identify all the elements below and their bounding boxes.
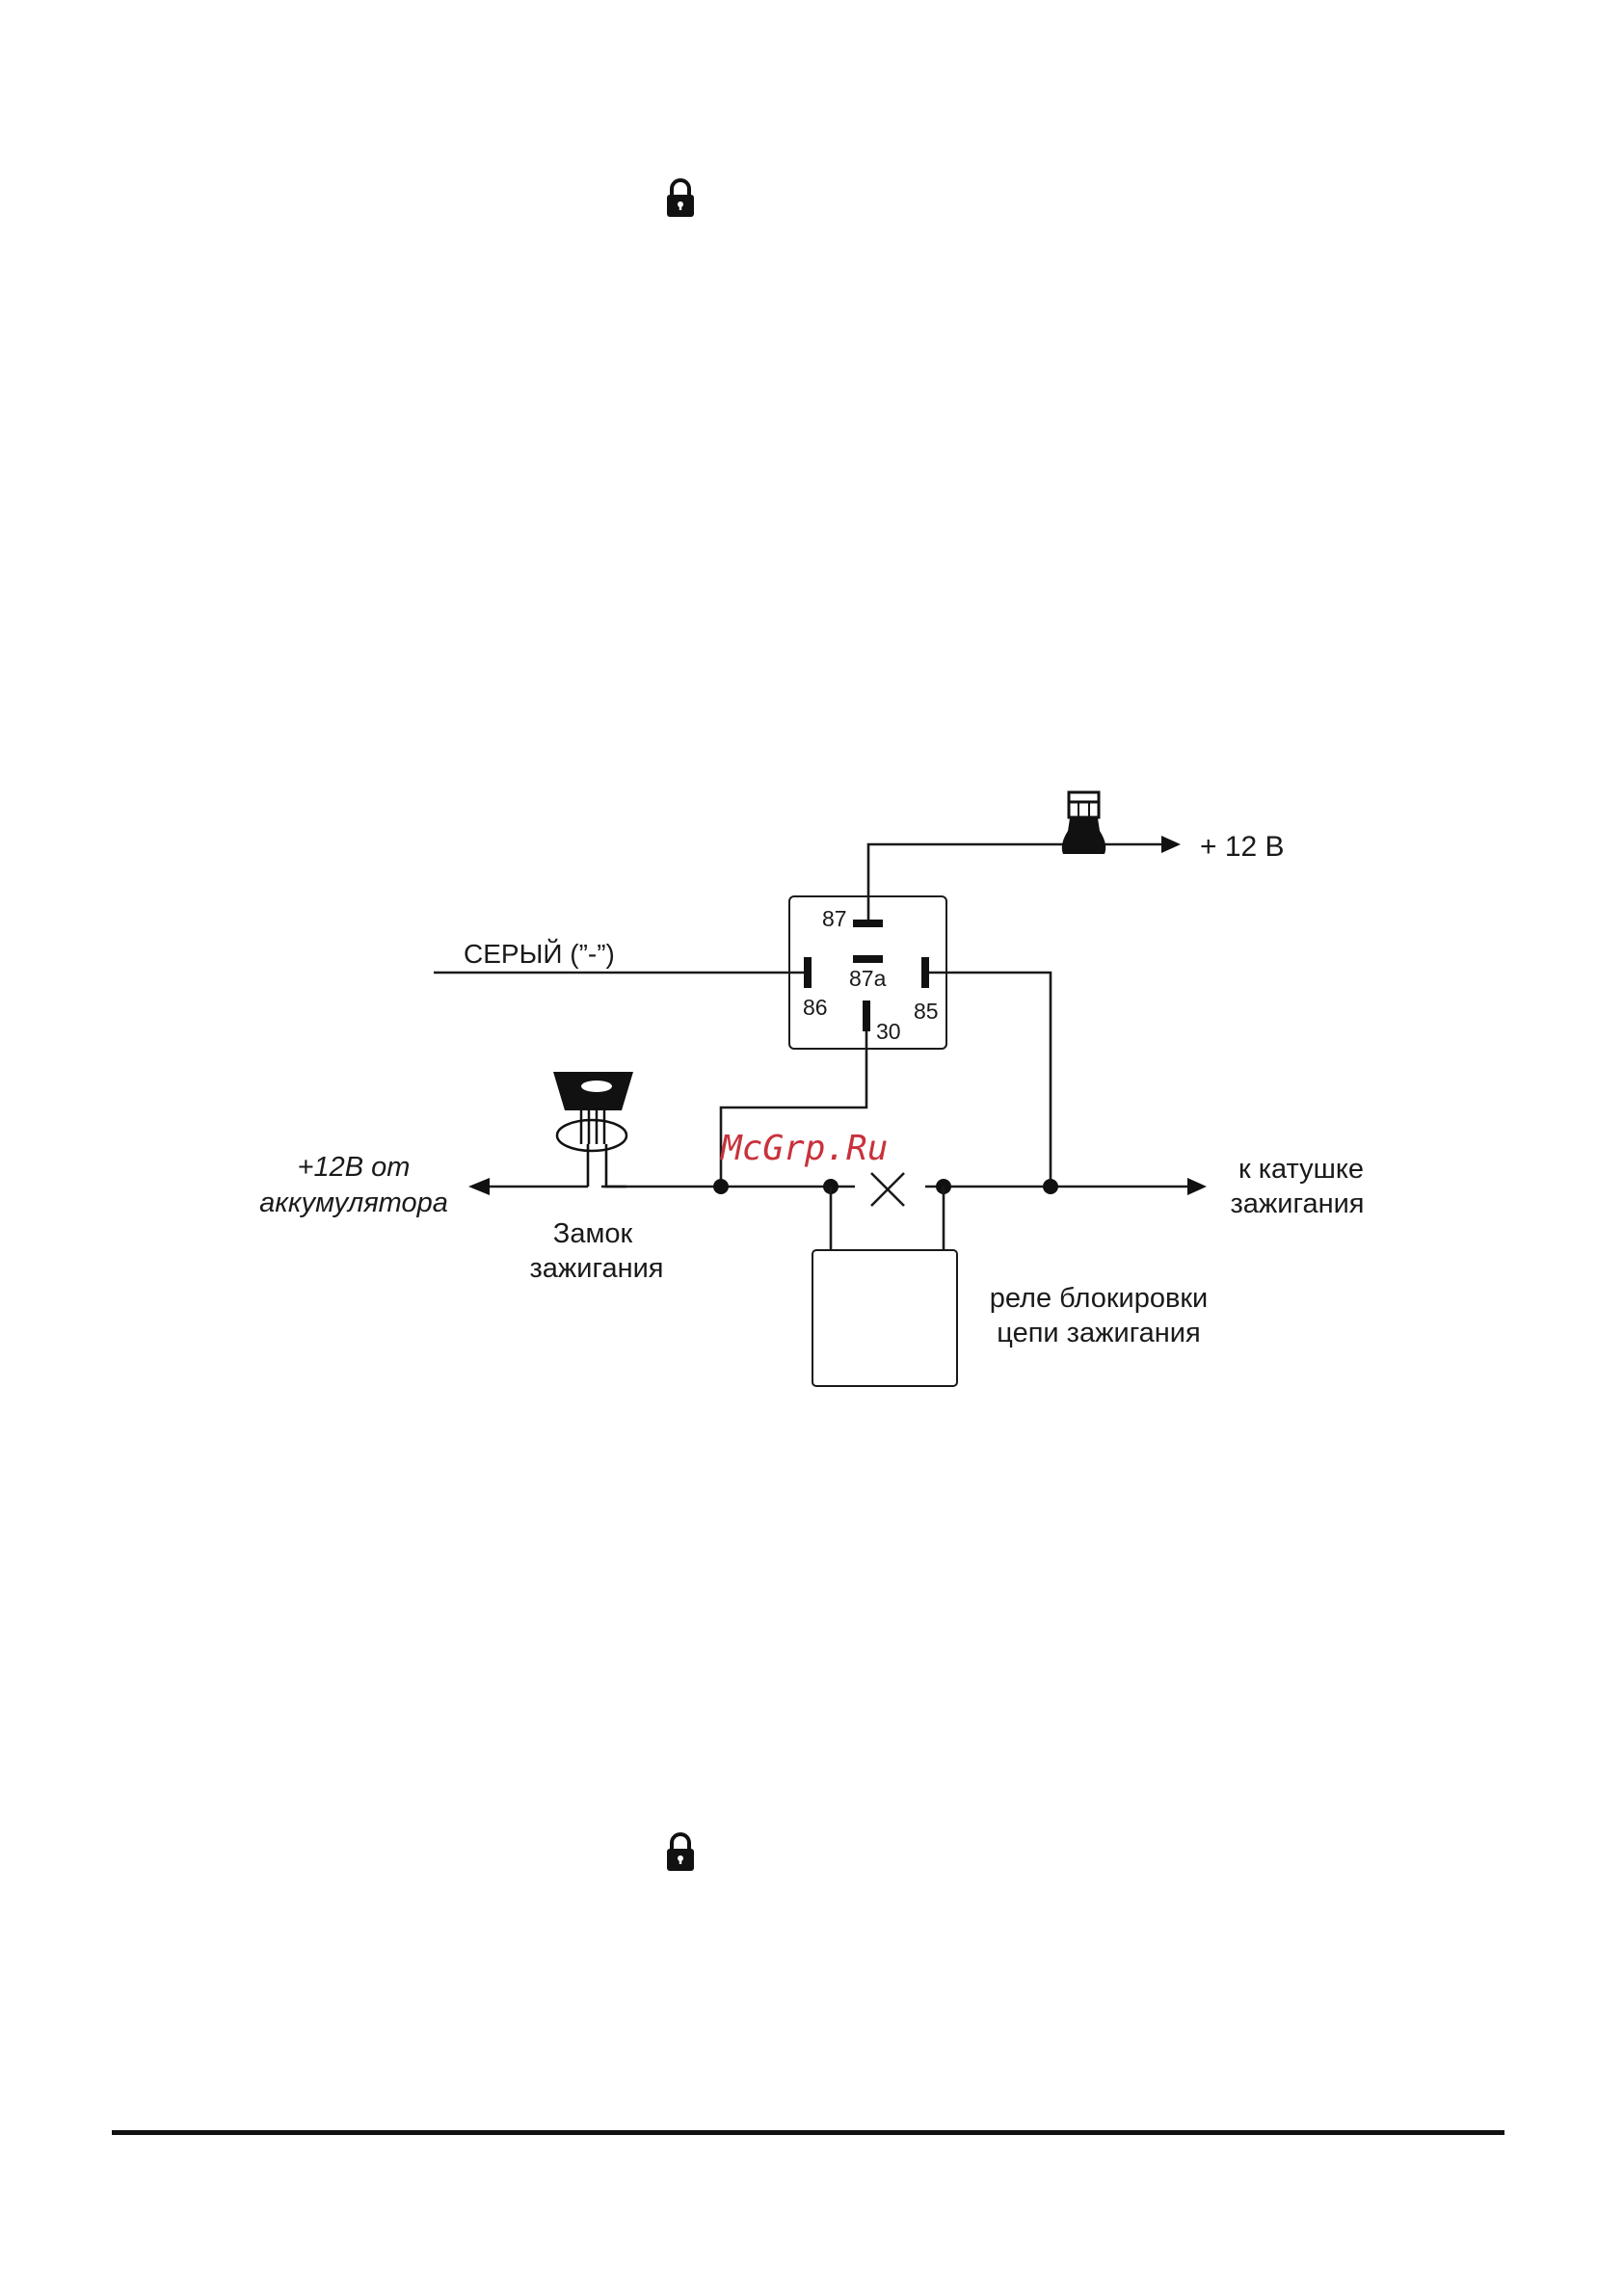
arrow-battery [468, 1178, 490, 1195]
ignition-key-icon [553, 1072, 633, 1187]
relay-pin-86-contact [804, 957, 812, 988]
battery-label-line2: аккумулятора [259, 1188, 448, 1218]
relay-pin-30-label: 30 [876, 1019, 901, 1044]
junction-dot [713, 1179, 729, 1194]
wire-87-to-fuse [868, 844, 1070, 920]
lock-icon [667, 1834, 694, 1871]
relay-pin-87a-contact [853, 955, 883, 963]
block-relay-box [812, 1250, 957, 1386]
lock-icon [667, 180, 694, 217]
ignition-lock-label-line1: Замок [553, 1218, 633, 1249]
block-relay-label-line1: реле блокировки [990, 1283, 1209, 1314]
arrow-plus12v [1161, 836, 1181, 853]
relay-pin-85-label: 85 [914, 999, 939, 1024]
relay-pin-87a-label: 87a [849, 966, 887, 991]
coil-label-line1: к катушке [1238, 1154, 1364, 1185]
relay-pin-85-contact [921, 957, 929, 988]
relay-pin-30-contact [863, 1001, 870, 1031]
coil-label-line2: зажигания [1230, 1188, 1364, 1219]
relay-pin-87-label: 87 [822, 906, 847, 931]
watermark: McGrp.Ru [719, 1129, 888, 1168]
junction-dot [1043, 1179, 1058, 1194]
footer-rule [112, 2130, 1504, 2135]
ignition-lock-label-line2: зажигания [529, 1253, 663, 1284]
break-cross [871, 1173, 904, 1206]
grey-wire-label: СЕРЫЙ (”-”) [464, 939, 615, 969]
block-relay-label-line2: цепи зажигания [997, 1318, 1200, 1348]
fuse-icon [1062, 792, 1105, 854]
plus12v-label: + 12 В [1200, 831, 1285, 863]
battery-label-line1: +12В от [298, 1152, 411, 1183]
relay-pin-86-label: 86 [803, 995, 828, 1020]
arrow-coil [1187, 1178, 1207, 1195]
relay-pin-87-contact [853, 920, 883, 927]
